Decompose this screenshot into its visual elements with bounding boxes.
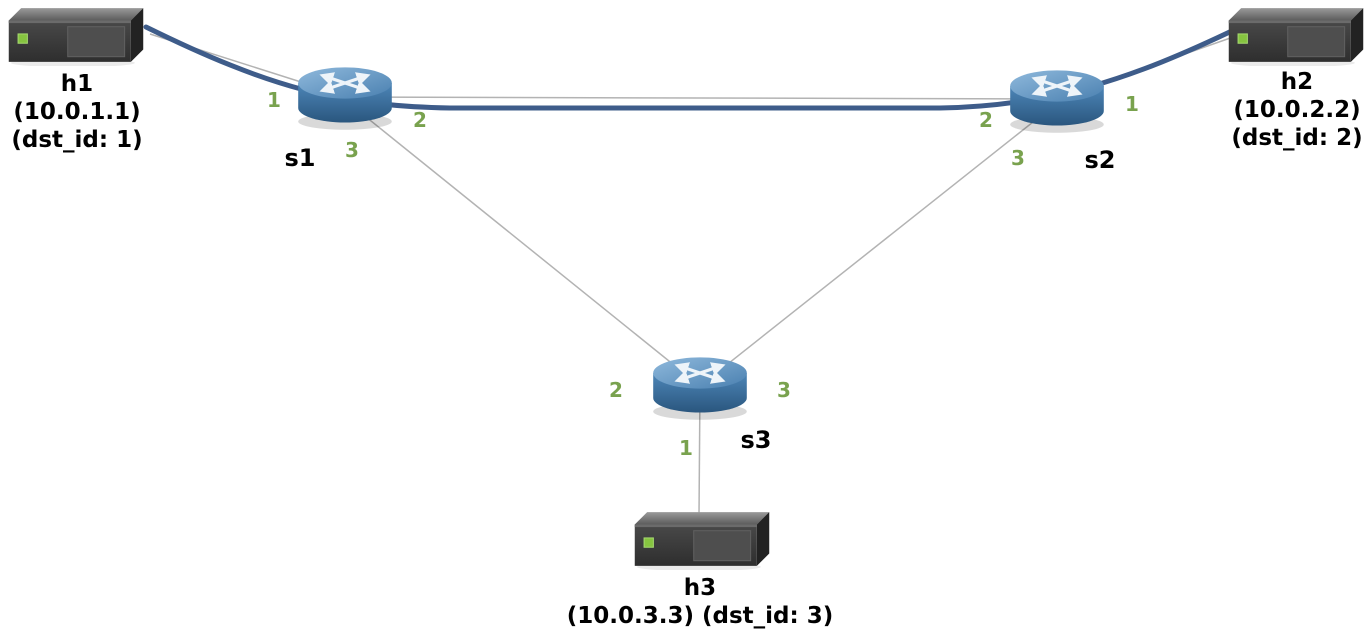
link-s2-s3 [699,102,1058,387]
host-h2 [1228,6,1364,66]
switch-s2 [1005,63,1109,136]
server-icon [634,511,770,570]
router-icon [648,350,752,423]
server-icon [1228,7,1364,66]
switch-s3-label: s3 [740,426,772,454]
link-s1-s2 [344,96,1058,100]
host-name: h3 [683,575,717,601]
switch-s1 [293,60,397,133]
host-dst-id: (dst_id: 2) [1231,125,1363,151]
s3-port-to-s1: 2 [609,378,623,402]
host-h1 [8,6,144,66]
host-h3-label: h3 (10.0.3.3) (dst_id: 3) [530,574,870,630]
s2-port-to-s1: 2 [979,108,993,132]
host-h1-label: h1 (10.0.1.1) (dst_id: 1) [0,70,160,154]
s1-port-to-s2: 2 [413,108,427,132]
highlighted-path-h1-s1-s2-h2 [143,24,1241,111]
host-ip-dst-id: (10.0.3.3) (dst_id: 3) [566,603,834,629]
host-ip: (10.0.1.1) [13,99,141,125]
s2-port-to-h2: 1 [1125,92,1139,116]
s3-port-to-h3: 1 [679,436,693,460]
host-name: h2 [1280,69,1314,95]
s2-port-to-s3: 3 [1011,146,1025,170]
host-h2-label: h2 (10.0.2.2) (dst_id: 2) [1214,68,1369,152]
router-icon [293,60,397,133]
host-name: h1 [60,71,94,97]
router-icon [1005,63,1109,136]
host-dst-id: (dst_id: 1) [11,127,143,153]
host-ip: (10.0.2.2) [1233,97,1361,123]
s1-port-to-s3: 3 [345,138,359,162]
s3-port-to-s2: 3 [777,378,791,402]
s1-port-to-h1: 1 [267,88,281,112]
switch-s1-label: s1 [284,144,316,172]
server-icon [8,7,144,66]
switch-s2-label: s2 [1084,146,1116,174]
switch-s3 [648,350,752,423]
host-h3 [634,510,770,570]
link-s1-s3 [344,99,701,387]
